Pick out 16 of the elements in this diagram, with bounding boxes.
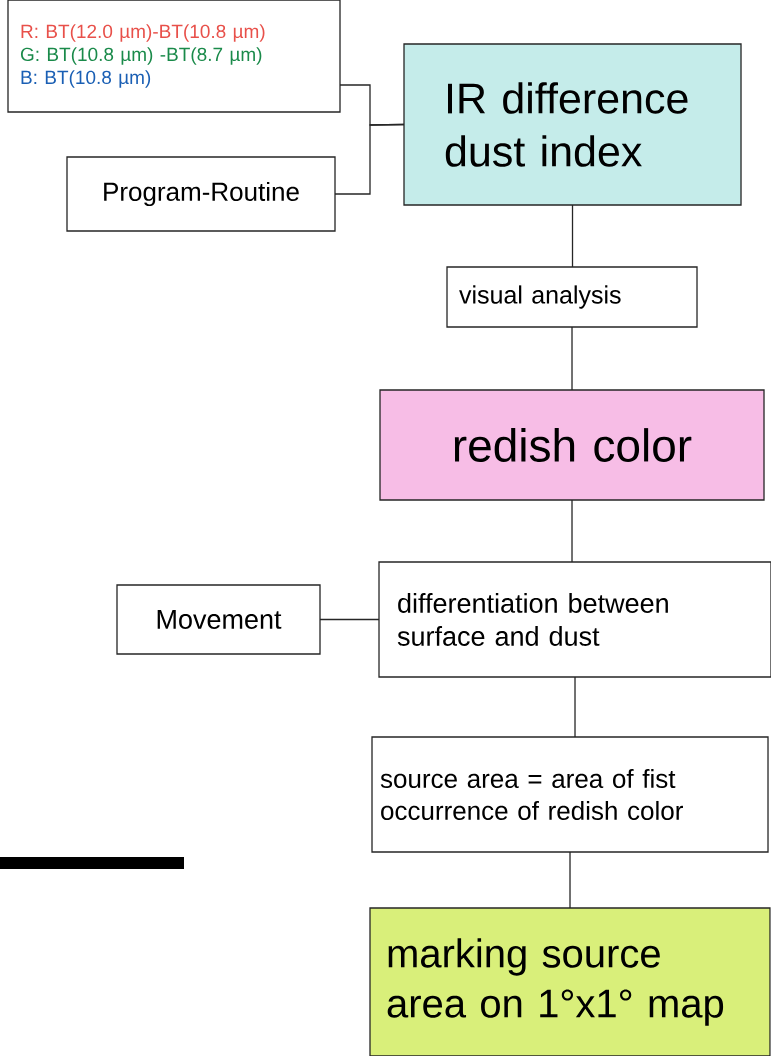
step-box: differentiation between surface and dust bbox=[378, 561, 771, 678]
process-box: IR difference dust index bbox=[403, 43, 742, 206]
formula-box: R: BT(12.0 µm)-BT(10.8 µm) G: BT(10.8 µm) -BT(8.7 µm) B: BT(10.8 µm) bbox=[7, 0, 341, 113]
connector-line bbox=[569, 851, 571, 909]
connector-line bbox=[334, 123, 405, 195]
step-box: source area = area of fist occurrence of redish color bbox=[371, 736, 769, 853]
input-box: Movement bbox=[116, 584, 321, 655]
output-box: marking source area on 1°x1° map bbox=[369, 907, 771, 1056]
step-box: visual analysis bbox=[446, 266, 698, 328]
connector-line bbox=[319, 618, 380, 621]
connector-line bbox=[571, 499, 573, 563]
connector-line bbox=[574, 676, 576, 738]
connector-line bbox=[571, 326, 573, 391]
connector-line bbox=[571, 204, 574, 268]
input-box: Program-Routine bbox=[66, 156, 336, 232]
result-box: redish color bbox=[379, 389, 765, 501]
